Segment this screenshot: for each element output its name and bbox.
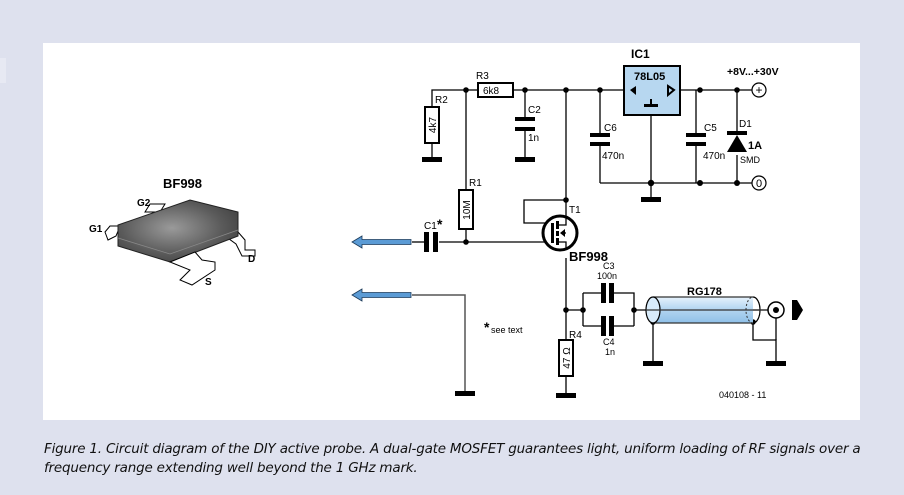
- figure-caption: Figure 1. Circuit diagram of the DIY act…: [44, 441, 861, 476]
- r4-ref: R4: [569, 330, 582, 341]
- plus-symbol: +: [755, 83, 762, 97]
- note-mark: *: [484, 319, 490, 335]
- edge-tab: [0, 58, 6, 83]
- c6-ref: C6: [604, 123, 617, 134]
- r3-value: 6k8: [483, 86, 500, 97]
- ground-icon: [422, 157, 442, 162]
- supply-voltage: +8V...+30V: [727, 66, 779, 78]
- r4-value: 47 Ω: [562, 347, 573, 369]
- diode-d1: D1 1A SMD: [727, 119, 762, 165]
- capacitor-c2: C2 1n: [515, 105, 541, 144]
- probe-tip-arrow: [351, 235, 412, 249]
- output-connector: [767, 300, 803, 320]
- zero-terminal-icon: [751, 175, 767, 191]
- output-arrow-icon: [792, 300, 803, 320]
- left-arrow-icon: [351, 235, 412, 249]
- coax-cable: RG178: [645, 286, 770, 324]
- c4-value: 1n: [605, 347, 615, 357]
- footnote: * see text: [484, 319, 523, 335]
- c6-value: 470n: [602, 151, 624, 162]
- t1-value: BF998: [569, 249, 608, 264]
- c2-ref: C2: [528, 105, 541, 116]
- plus-terminal-icon: [751, 82, 767, 98]
- supply-terminals: +8V...+30V + 0: [727, 66, 779, 191]
- resistor-r4: R4 47 Ω: [558, 330, 582, 377]
- ic1-value: 78L05: [634, 71, 665, 83]
- capacitor-c5: C5 470n: [686, 123, 725, 162]
- ground-icon: [641, 197, 661, 202]
- resistor-r2: R2 4k7: [424, 95, 448, 144]
- r2-ref: R2: [435, 95, 448, 106]
- ground-icon: [556, 393, 576, 398]
- pin-label-d: D: [248, 254, 255, 265]
- c1-mark: *: [437, 216, 443, 232]
- resistor-r3: R3 6k8: [476, 71, 514, 98]
- mosfet-t1: T1 BF998: [541, 205, 608, 264]
- resistor-r1: R1 10M: [458, 178, 482, 230]
- note-text: see text: [491, 325, 523, 335]
- c5-ref: C5: [704, 123, 717, 134]
- ground-icon: [515, 157, 535, 162]
- r2-value: 4k7: [428, 117, 439, 134]
- r1-value: 10M: [462, 200, 473, 219]
- capacitor-c3: C3 100n: [597, 261, 617, 303]
- pin-label-g2: G2: [137, 198, 151, 209]
- c2-value: 1n: [528, 133, 539, 144]
- ground-symbols: [422, 157, 786, 398]
- left-arrow-icon: [351, 288, 412, 302]
- t1-ref: T1: [569, 205, 581, 216]
- ground-icon: [455, 391, 475, 396]
- ic1-ref: IC1: [631, 47, 650, 61]
- zero-symbol: 0: [756, 178, 762, 190]
- r1-ref: R1: [469, 178, 482, 189]
- regulator-ic1: IC1 78L05: [623, 47, 681, 116]
- c5-value: 470n: [703, 151, 725, 162]
- package-body: [117, 199, 239, 263]
- c1-ref: C1: [424, 221, 437, 232]
- c3-ref: C3: [603, 261, 615, 271]
- ground-icon: [766, 361, 786, 366]
- bf998-package: BF998 G1 G2 D S: [89, 176, 256, 288]
- capacitor-c1: C1 *: [424, 216, 443, 252]
- pin-label-s: S: [205, 277, 212, 288]
- package-title: BF998: [163, 176, 202, 191]
- pin-s-lead: [168, 251, 216, 286]
- d1-ref: D1: [739, 119, 752, 130]
- figure-id: 040108 - 11: [719, 390, 766, 400]
- r3-ref: R3: [476, 71, 489, 82]
- capacitor-c4: C4 1n: [601, 316, 615, 357]
- ground-icon: [643, 361, 663, 366]
- d1-type: SMD: [740, 155, 761, 165]
- c4-ref: C4: [603, 337, 615, 347]
- cable-label: RG178: [687, 286, 722, 298]
- capacitor-c6: C6 470n: [590, 123, 624, 162]
- probe-ground-arrow: [351, 288, 412, 302]
- d1-rating: 1A: [748, 140, 762, 152]
- c3-value: 100n: [597, 271, 617, 281]
- pin-label-g1: G1: [89, 224, 103, 235]
